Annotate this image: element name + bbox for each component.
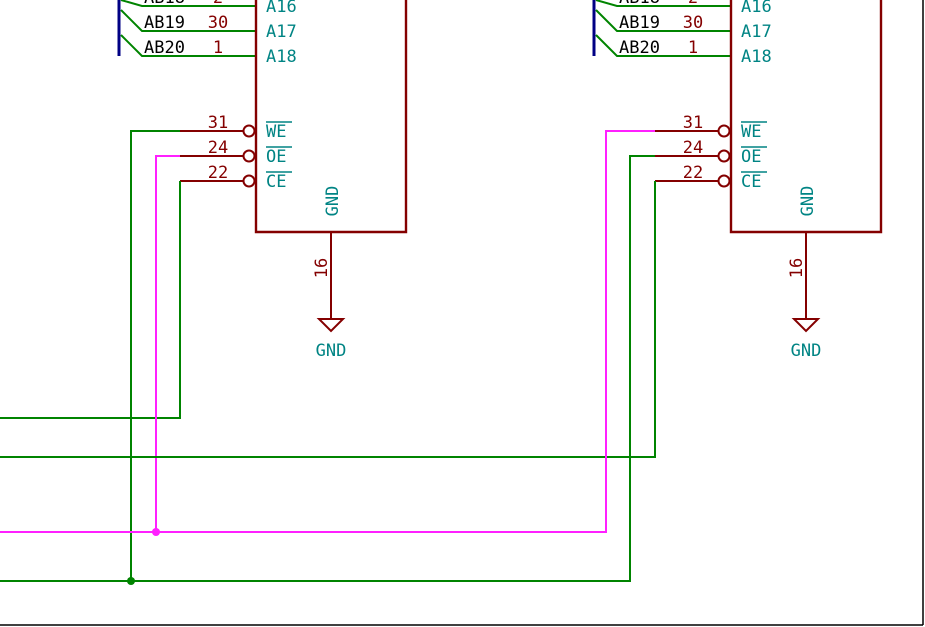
inversion-bubble-oe-left	[242, 149, 256, 163]
net-label-ab19-right: AB19	[619, 13, 660, 33]
pin-name-a18-right: A18	[741, 47, 772, 67]
bus-wire-ab20-left[interactable]	[120, 34, 255, 57]
pin-number-22-right: 22	[683, 163, 703, 183]
wire-ce-right[interactable]	[0, 181, 656, 458]
pin-name-ce-right: CE	[741, 172, 761, 192]
wire-oe-left[interactable]	[155, 155, 180, 532]
pin-name-gnd-right: GND	[798, 186, 818, 217]
bus-wire-ab18-left[interactable]	[120, 0, 255, 7]
pin-name-we-left: WE	[266, 122, 286, 142]
net-label-ab19-left: AB19	[144, 13, 185, 33]
chip-left[interactable]: AB18 AB19 AB20 2 30 1 A16 A17 A18 WE OE …	[117, 0, 408, 361]
inversion-bubble-we-right	[717, 124, 731, 138]
net-label-ab20-left: AB20	[144, 38, 185, 58]
pin-number-16-right: 16	[787, 258, 807, 278]
bus-wire-ab19-left[interactable]	[120, 9, 255, 32]
pin-number-30-right: 30	[683, 13, 703, 33]
pin-number-31-left: 31	[208, 113, 228, 133]
gnd-symbol-right[interactable]	[791, 318, 821, 333]
pin-number-2-right: 2	[688, 0, 698, 8]
pin-name-ce-left: CE	[266, 172, 286, 192]
wire-ce-left[interactable]	[0, 181, 181, 419]
bus-wire-ab20-right[interactable]	[595, 34, 730, 57]
pin-name-a16-right: A16	[741, 0, 772, 17]
net-label-ab18-left: AB18	[144, 0, 185, 8]
pin-name-oe-right: OE	[741, 147, 761, 167]
pin-name-a17-right: A17	[741, 22, 772, 42]
junction-dot-magenta	[152, 528, 160, 536]
pin-number-22-left: 22	[208, 163, 228, 183]
gnd-symbol-left[interactable]	[316, 318, 346, 333]
inversion-bubble-we-left	[242, 124, 256, 138]
gnd-label-left: GND	[316, 341, 347, 361]
pin-number-24-right: 24	[683, 138, 703, 158]
net-label-ab20-right: AB20	[619, 38, 660, 58]
pin-name-oe-left: OE	[266, 147, 286, 167]
pin-name-a16-left: A16	[266, 0, 297, 17]
inversion-bubble-ce-left	[242, 174, 256, 188]
wire-oe-right[interactable]	[0, 155, 655, 582]
pin-number-31-right: 31	[683, 113, 703, 133]
bus-wire-ab19-right[interactable]	[595, 9, 730, 32]
pin-name-a18-left: A18	[266, 47, 297, 67]
gnd-label-right: GND	[791, 341, 822, 361]
wire-we-right[interactable]	[0, 130, 655, 533]
inversion-bubble-ce-right	[717, 174, 731, 188]
pin-number-24-left: 24	[208, 138, 228, 158]
pin-number-2-left: 2	[213, 0, 223, 8]
pin-name-a17-left: A17	[266, 22, 297, 42]
pin-number-1-left: 1	[213, 38, 223, 58]
pin-name-gnd-left: GND	[323, 186, 343, 217]
bus-wire-ab18-right[interactable]	[595, 0, 730, 7]
inversion-bubble-oe-right	[717, 149, 731, 163]
pin-number-16-left: 16	[312, 258, 332, 278]
junction-dot-green	[127, 577, 135, 585]
chip-right[interactable]: AB18 AB19 AB20 2 30 1 A16 A17 A18 WE OE …	[592, 0, 883, 361]
pin-name-we-right: WE	[741, 122, 761, 142]
wire-we-left[interactable]	[130, 130, 180, 581]
net-label-ab18-right: AB18	[619, 0, 660, 8]
pin-number-1-right: 1	[688, 38, 698, 58]
pin-number-30-left: 30	[208, 13, 228, 33]
